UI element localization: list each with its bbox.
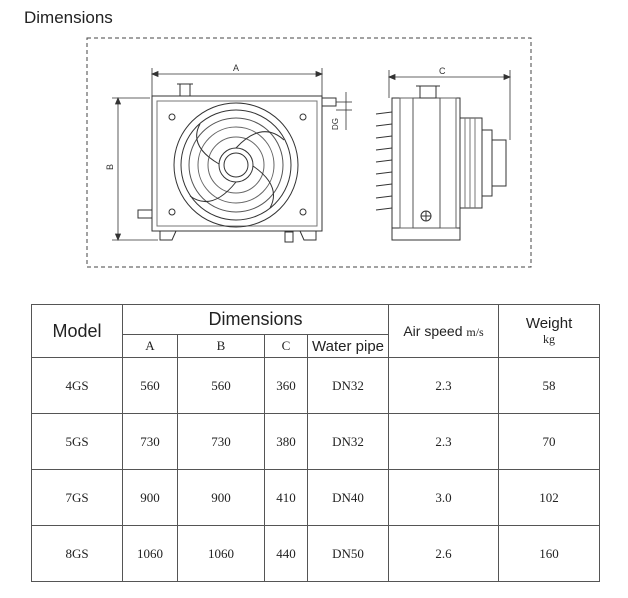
dimension-a — [150, 68, 324, 96]
cell-a: 1060 — [122, 525, 178, 582]
spec-table: Model Dimensions Air speed m/s Weight kg… — [31, 304, 601, 582]
cell-weight: 58 — [498, 357, 601, 414]
cell-pipe: DN40 — [306, 469, 390, 526]
table-row: 8GS 1060 1060 440 DN50 2.6 160 — [31, 525, 601, 582]
fan-guard — [173, 102, 299, 228]
header-b: B — [177, 334, 265, 358]
table-row: 4GS 560 560 360 DN32 2.3 58 — [31, 357, 601, 414]
cell-weight: 160 — [498, 525, 601, 582]
cell-c: 410 — [264, 469, 308, 526]
table-row: 5GS 730 730 380 DN32 2.3 70 — [31, 413, 601, 470]
header-air-speed: Air speed m/s — [388, 304, 500, 358]
cell-pipe: DN50 — [306, 525, 390, 582]
dimension-c — [387, 70, 512, 140]
header-model: Model — [31, 304, 123, 358]
cell-air-speed: 2.3 — [388, 413, 500, 470]
drawing-frame — [86, 37, 532, 268]
header-water-pipe: Water pipe — [306, 334, 390, 358]
table-header-row: Model Dimensions Air speed m/s Weight kg — [31, 304, 601, 358]
cell-a: 730 — [122, 413, 178, 470]
cell-a: 560 — [122, 357, 178, 414]
cell-c: 360 — [264, 357, 308, 414]
weight-unit: kg — [543, 332, 556, 346]
header-c: C — [264, 334, 308, 358]
cell-pipe: DN32 — [306, 413, 390, 470]
front-view — [137, 83, 337, 243]
air-speed-unit: m/s — [466, 324, 484, 339]
section-heading: Dimensions — [24, 8, 113, 27]
cell-b: 1060 — [177, 525, 265, 582]
cell-weight: 70 — [498, 413, 601, 470]
cell-pipe: DN32 — [306, 357, 390, 414]
label-a: A — [233, 63, 239, 73]
cell-model: 8GS — [31, 525, 123, 582]
weight-label: Weight — [525, 315, 573, 332]
side-casing — [391, 97, 461, 229]
cell-b: 560 — [177, 357, 265, 414]
header-weight: Weight kg — [498, 304, 601, 358]
cell-weight: 102 — [498, 469, 601, 526]
cell-model: 5GS — [31, 413, 123, 470]
header-dimensions: Dimensions — [121, 304, 390, 335]
label-dg: DG — [331, 118, 340, 130]
cell-c: 380 — [264, 413, 308, 470]
dimension-dg — [336, 92, 352, 130]
side-view — [375, 85, 507, 241]
cell-model: 7GS — [31, 469, 123, 526]
cell-model: 4GS — [31, 357, 123, 414]
front-casing — [151, 95, 323, 232]
label-c: C — [439, 66, 446, 76]
cell-air-speed: 2.6 — [388, 525, 500, 582]
cell-air-speed: 2.3 — [388, 357, 500, 414]
dimension-b — [112, 96, 158, 242]
cell-a: 900 — [122, 469, 178, 526]
header-a: A — [122, 334, 178, 358]
cell-air-speed: 3.0 — [388, 469, 500, 526]
cell-c: 440 — [264, 525, 308, 582]
air-speed-label: Air speed — [403, 322, 463, 339]
dimension-drawing: A B DG — [86, 37, 532, 268]
label-b: B — [105, 164, 115, 170]
cell-b: 900 — [177, 469, 265, 526]
table-row: 7GS 900 900 410 DN40 3.0 102 — [31, 469, 601, 526]
cell-b: 730 — [177, 413, 265, 470]
